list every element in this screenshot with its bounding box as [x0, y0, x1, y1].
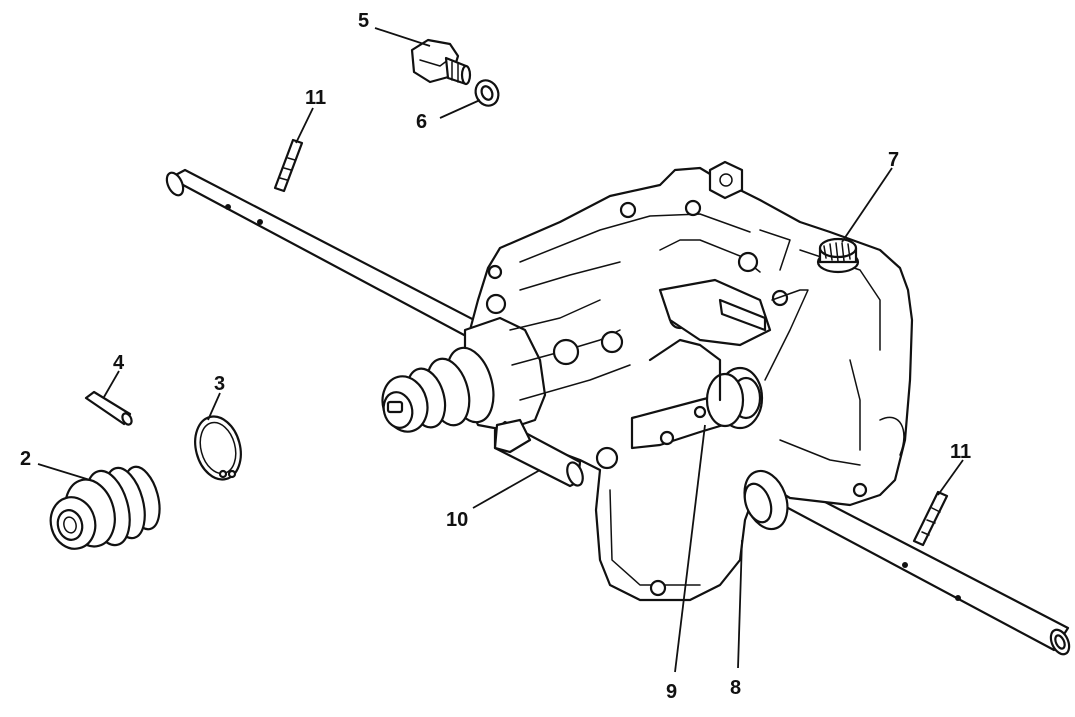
callout-9: 9	[666, 681, 677, 703]
callout-4: 4	[113, 352, 125, 374]
callout-11-upper: 11	[305, 87, 326, 109]
leader-lines	[37, 27, 964, 673]
roll-pin-part-11-upper	[273, 138, 304, 193]
callout-11-lower: 11	[950, 441, 971, 463]
callout-8: 8	[730, 677, 741, 699]
callout-10: 10	[446, 509, 468, 531]
callout-7: 7	[888, 149, 899, 171]
vent-plug	[816, 237, 860, 274]
retaining-ring-part-3	[194, 415, 242, 481]
callout-5: 5	[358, 10, 369, 32]
shift-bracket	[630, 278, 809, 450]
callout-2: 2	[20, 448, 31, 470]
axle-bushing-right	[743, 469, 789, 531]
pulley-hub-part-2	[49, 465, 161, 550]
key-part-4	[84, 390, 133, 426]
washer-part-6	[474, 79, 500, 107]
callout-3: 3	[214, 373, 225, 395]
transaxle-housing	[381, 160, 914, 602]
callout-6: 6	[416, 111, 427, 133]
bolt-part-5	[410, 38, 472, 86]
roll-pin-part-11-lower	[912, 490, 949, 547]
output-shaft	[493, 418, 584, 488]
